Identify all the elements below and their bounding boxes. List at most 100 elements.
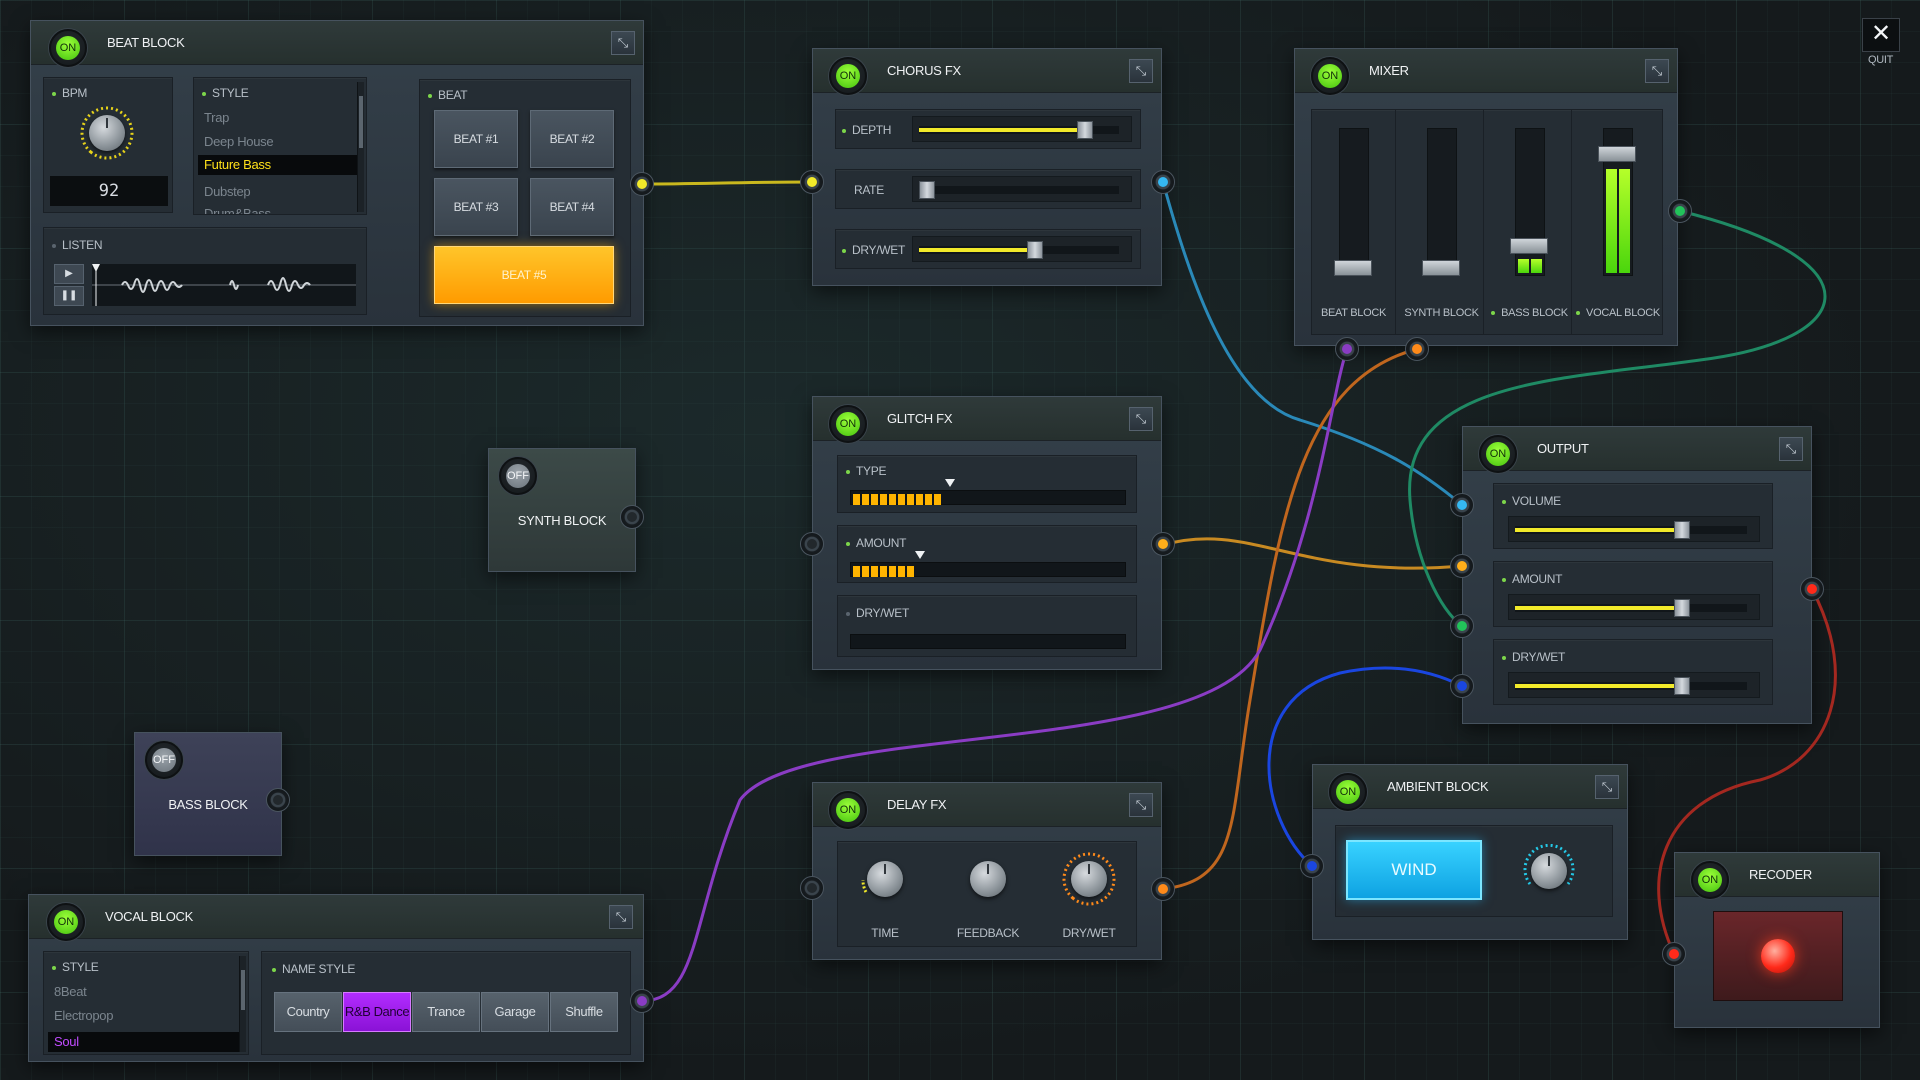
- depth-row: DEPTH: [835, 109, 1141, 149]
- recorder-panel: ON RECODER: [1674, 852, 1880, 1028]
- collapse-button[interactable]: ⤡: [611, 31, 635, 55]
- collapse-button[interactable]: ⤡: [1129, 59, 1153, 83]
- bass-block-output-port[interactable]: [266, 788, 290, 812]
- name-style-trance-button[interactable]: Trance: [412, 992, 480, 1032]
- vocal-style-scrollbar[interactable]: [239, 956, 246, 1052]
- delay-fx-panel: ON DELAY FX ⤡ TIME FEEDBACK DRY/WET: [812, 782, 1162, 960]
- style-item-future-bass[interactable]: Future Bass: [198, 155, 358, 175]
- quit-button[interactable]: ✕: [1862, 18, 1900, 52]
- style-item-trap[interactable]: Trap: [204, 110, 230, 125]
- mixer-input-synth-port[interactable]: [1405, 337, 1429, 361]
- bass-block-fader[interactable]: [1510, 238, 1548, 254]
- delay-drywet-knob[interactable]: [1062, 852, 1116, 906]
- vocal-style-list[interactable]: STYLE 8Beat Electropop Soul: [43, 951, 249, 1055]
- name-style-garage-button[interactable]: Garage: [481, 992, 549, 1032]
- chorus-fx-power-button[interactable]: ON: [829, 57, 867, 95]
- ambient-knob[interactable]: [1522, 844, 1576, 898]
- rate-slider[interactable]: [912, 176, 1132, 202]
- chorus-fx-input-port[interactable]: [800, 170, 824, 194]
- name-style-country-button[interactable]: Country: [274, 992, 342, 1032]
- vocal-style-item-soul[interactable]: Soul: [48, 1032, 240, 1052]
- style-list[interactable]: STYLE Trap Deep House Future Bass Dubste…: [193, 77, 367, 215]
- beat-5-button[interactable]: BEAT #5: [434, 246, 614, 304]
- recorder-power-button[interactable]: ON: [1691, 861, 1729, 899]
- style-item-dubstep[interactable]: Dubstep: [204, 184, 251, 199]
- waveform[interactable]: [92, 264, 356, 306]
- recorder-input-port[interactable]: [1662, 942, 1686, 966]
- time-knob[interactable]: [858, 852, 912, 906]
- name-style-rnb-dance-button[interactable]: R&B Dance: [343, 992, 411, 1032]
- synth-block-fader[interactable]: [1422, 260, 1460, 276]
- collapse-button[interactable]: ⤡: [1595, 775, 1619, 799]
- synth-block-fader-track[interactable]: [1427, 128, 1457, 276]
- collapse-button[interactable]: ⤡: [1779, 437, 1803, 461]
- mixer-power-button[interactable]: ON: [1311, 57, 1349, 95]
- collapse-button[interactable]: ⤡: [1129, 793, 1153, 817]
- output-input-drywet-port[interactable]: [1450, 674, 1474, 698]
- output-input-amount-port[interactable]: [1450, 554, 1474, 578]
- glitch-fx-panel: ON GLITCH FX ⤡ TYPE AMOUNT DRY/WET: [812, 396, 1162, 670]
- collapse-button[interactable]: ⤡: [1645, 59, 1669, 83]
- name-style-section: NAME STYLE Country R&B Dance Trance Gara…: [261, 951, 631, 1055]
- mixer-input-beat-port[interactable]: [1335, 337, 1359, 361]
- record-button[interactable]: [1713, 911, 1843, 1001]
- vocal-style-item-electropop[interactable]: Electropop: [54, 1008, 114, 1023]
- play-button[interactable]: ▶: [54, 264, 84, 284]
- beat-block-power-button[interactable]: ON: [49, 29, 87, 67]
- beat-block-fader-track[interactable]: [1339, 128, 1369, 276]
- style-item-drum-and-bass[interactable]: Drum&Bass: [204, 206, 271, 215]
- output-output-port[interactable]: [1800, 577, 1824, 601]
- collapse-icon: ⤡: [1135, 797, 1147, 812]
- feedback-knob[interactable]: [961, 852, 1015, 906]
- bass-block-power-button[interactable]: OFF: [145, 741, 183, 779]
- style-scrollbar[interactable]: [357, 82, 364, 212]
- output-power-button[interactable]: ON: [1479, 435, 1517, 473]
- delay-fx-input-port[interactable]: [800, 876, 824, 900]
- output-input-volume-port[interactable]: [1450, 493, 1474, 517]
- ambient-block-power-button[interactable]: ON: [1329, 773, 1367, 811]
- beat-4-button[interactable]: BEAT #4: [530, 178, 614, 236]
- beat-2-button[interactable]: BEAT #2: [530, 110, 614, 168]
- output-amount-row: AMOUNT: [1493, 561, 1773, 627]
- synth-block-power-button[interactable]: OFF: [499, 457, 537, 495]
- synth-block-output-port[interactable]: [620, 505, 644, 529]
- vocal-block-fader[interactable]: [1598, 146, 1636, 162]
- glitch-amount-label: AMOUNT: [856, 536, 907, 550]
- output-drywet-slider[interactable]: [1508, 672, 1760, 698]
- glitch-amount-meter[interactable]: [850, 551, 1126, 577]
- beat-3-button[interactable]: BEAT #3: [434, 178, 518, 236]
- chorus-drywet-row: DRY/WET: [835, 229, 1141, 269]
- output-input-mix-port[interactable]: [1450, 614, 1474, 638]
- chorus-fx-output-port[interactable]: [1151, 170, 1175, 194]
- vocal-block-output-port[interactable]: [630, 989, 654, 1013]
- collapse-button[interactable]: ⤡: [1129, 407, 1153, 431]
- style-label: STYLE: [212, 86, 249, 100]
- volume-slider[interactable]: [1508, 516, 1760, 542]
- glitch-drywet-meter[interactable]: [850, 634, 1126, 649]
- beat-block-output-port[interactable]: [630, 172, 654, 196]
- bpm-knob[interactable]: [80, 106, 134, 160]
- type-meter[interactable]: [850, 479, 1126, 505]
- ambient-block-output-port[interactable]: [1300, 854, 1324, 878]
- style-item-deep-house[interactable]: Deep House: [204, 134, 274, 149]
- vocal-block-power-button[interactable]: ON: [47, 903, 85, 941]
- collapse-icon: ⤡: [617, 35, 629, 50]
- chorus-drywet-slider[interactable]: [912, 236, 1132, 262]
- beat-block-fader[interactable]: [1334, 260, 1372, 276]
- output-amount-slider[interactable]: [1508, 594, 1760, 620]
- glitch-fx-output-port[interactable]: [1151, 532, 1175, 556]
- delay-fx-output-port[interactable]: [1151, 877, 1175, 901]
- delay-fx-power-button[interactable]: ON: [829, 791, 867, 829]
- beat-1-button[interactable]: BEAT #1: [434, 110, 518, 168]
- glitch-fx-power-button[interactable]: ON: [829, 405, 867, 443]
- glitch-fx-input-port[interactable]: [800, 532, 824, 556]
- wind-button[interactable]: WIND: [1346, 840, 1482, 900]
- depth-label: DEPTH: [852, 123, 892, 137]
- name-style-shuffle-button[interactable]: Shuffle: [550, 992, 618, 1032]
- mixer-output-port[interactable]: [1668, 199, 1692, 223]
- vocal-style-item-8beat[interactable]: 8Beat: [54, 984, 87, 999]
- collapse-button[interactable]: ⤡: [609, 905, 633, 929]
- chorus-drywet-label: DRY/WET: [852, 243, 906, 257]
- depth-slider[interactable]: [912, 116, 1132, 142]
- pause-button[interactable]: ❚❚: [54, 286, 84, 306]
